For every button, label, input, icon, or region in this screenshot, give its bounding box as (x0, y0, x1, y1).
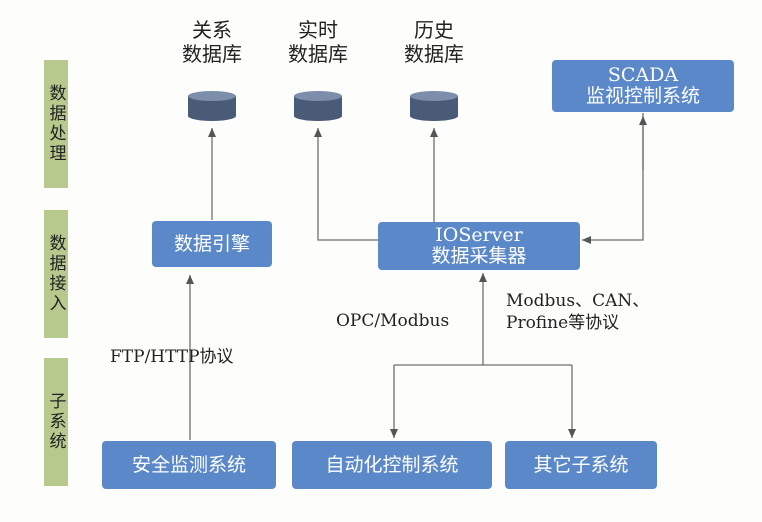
realtime-db-label: 实时 数据库 (268, 18, 368, 66)
layer-subsystem: 子系统 (44, 358, 68, 486)
history-db-label-line2: 数据库 (404, 42, 464, 66)
ftp-http-label: FTP/HTTP协议 (110, 347, 234, 367)
history-db-label: 历史 数据库 (384, 18, 484, 66)
scada-box-line2: 监视控制系统 (585, 85, 700, 107)
database-icons (188, 91, 458, 121)
relational-db-label: 关系 数据库 (162, 18, 262, 66)
relational-db-label-line2: 数据库 (182, 42, 242, 66)
ioserver-box: IOServer 数据采集器 (378, 222, 580, 270)
modbus-can-label-line2: Profine等协议 (506, 313, 620, 333)
scada-box-line1: SCADA (607, 64, 679, 87)
modbus-can-label: Modbus、CAN、 Profine等协议 (506, 290, 649, 334)
other-subsystem-box: 其它子系统 (505, 441, 657, 489)
data-engine-box: 数据引擎 (152, 221, 272, 267)
history-db-label-line1: 历史 (414, 18, 454, 42)
safety-monitoring-box: 安全监测系统 (102, 441, 276, 489)
ioserver-box-line1: IOServer (435, 224, 523, 247)
layer-data-processing: 数据处理 (44, 60, 68, 188)
realtime-db-label-line2: 数据库 (288, 42, 348, 66)
opc-modbus-label: OPC/Modbus (336, 311, 450, 331)
history-db-icon (410, 91, 458, 121)
realtime-db-icon (294, 91, 342, 121)
scada-box: SCADA 监视控制系统 (552, 60, 734, 112)
ioserver-box-line2: 数据采集器 (431, 245, 527, 267)
automation-control-box: 自动化控制系统 (292, 441, 492, 489)
relational-db-icon (188, 91, 236, 121)
layer-data-access: 数据接入 (44, 210, 68, 338)
relational-db-label-line1: 关系 (192, 18, 232, 42)
realtime-db-label-line1: 实时 (298, 18, 338, 42)
modbus-can-label-line1: Modbus、CAN、 (506, 291, 650, 311)
